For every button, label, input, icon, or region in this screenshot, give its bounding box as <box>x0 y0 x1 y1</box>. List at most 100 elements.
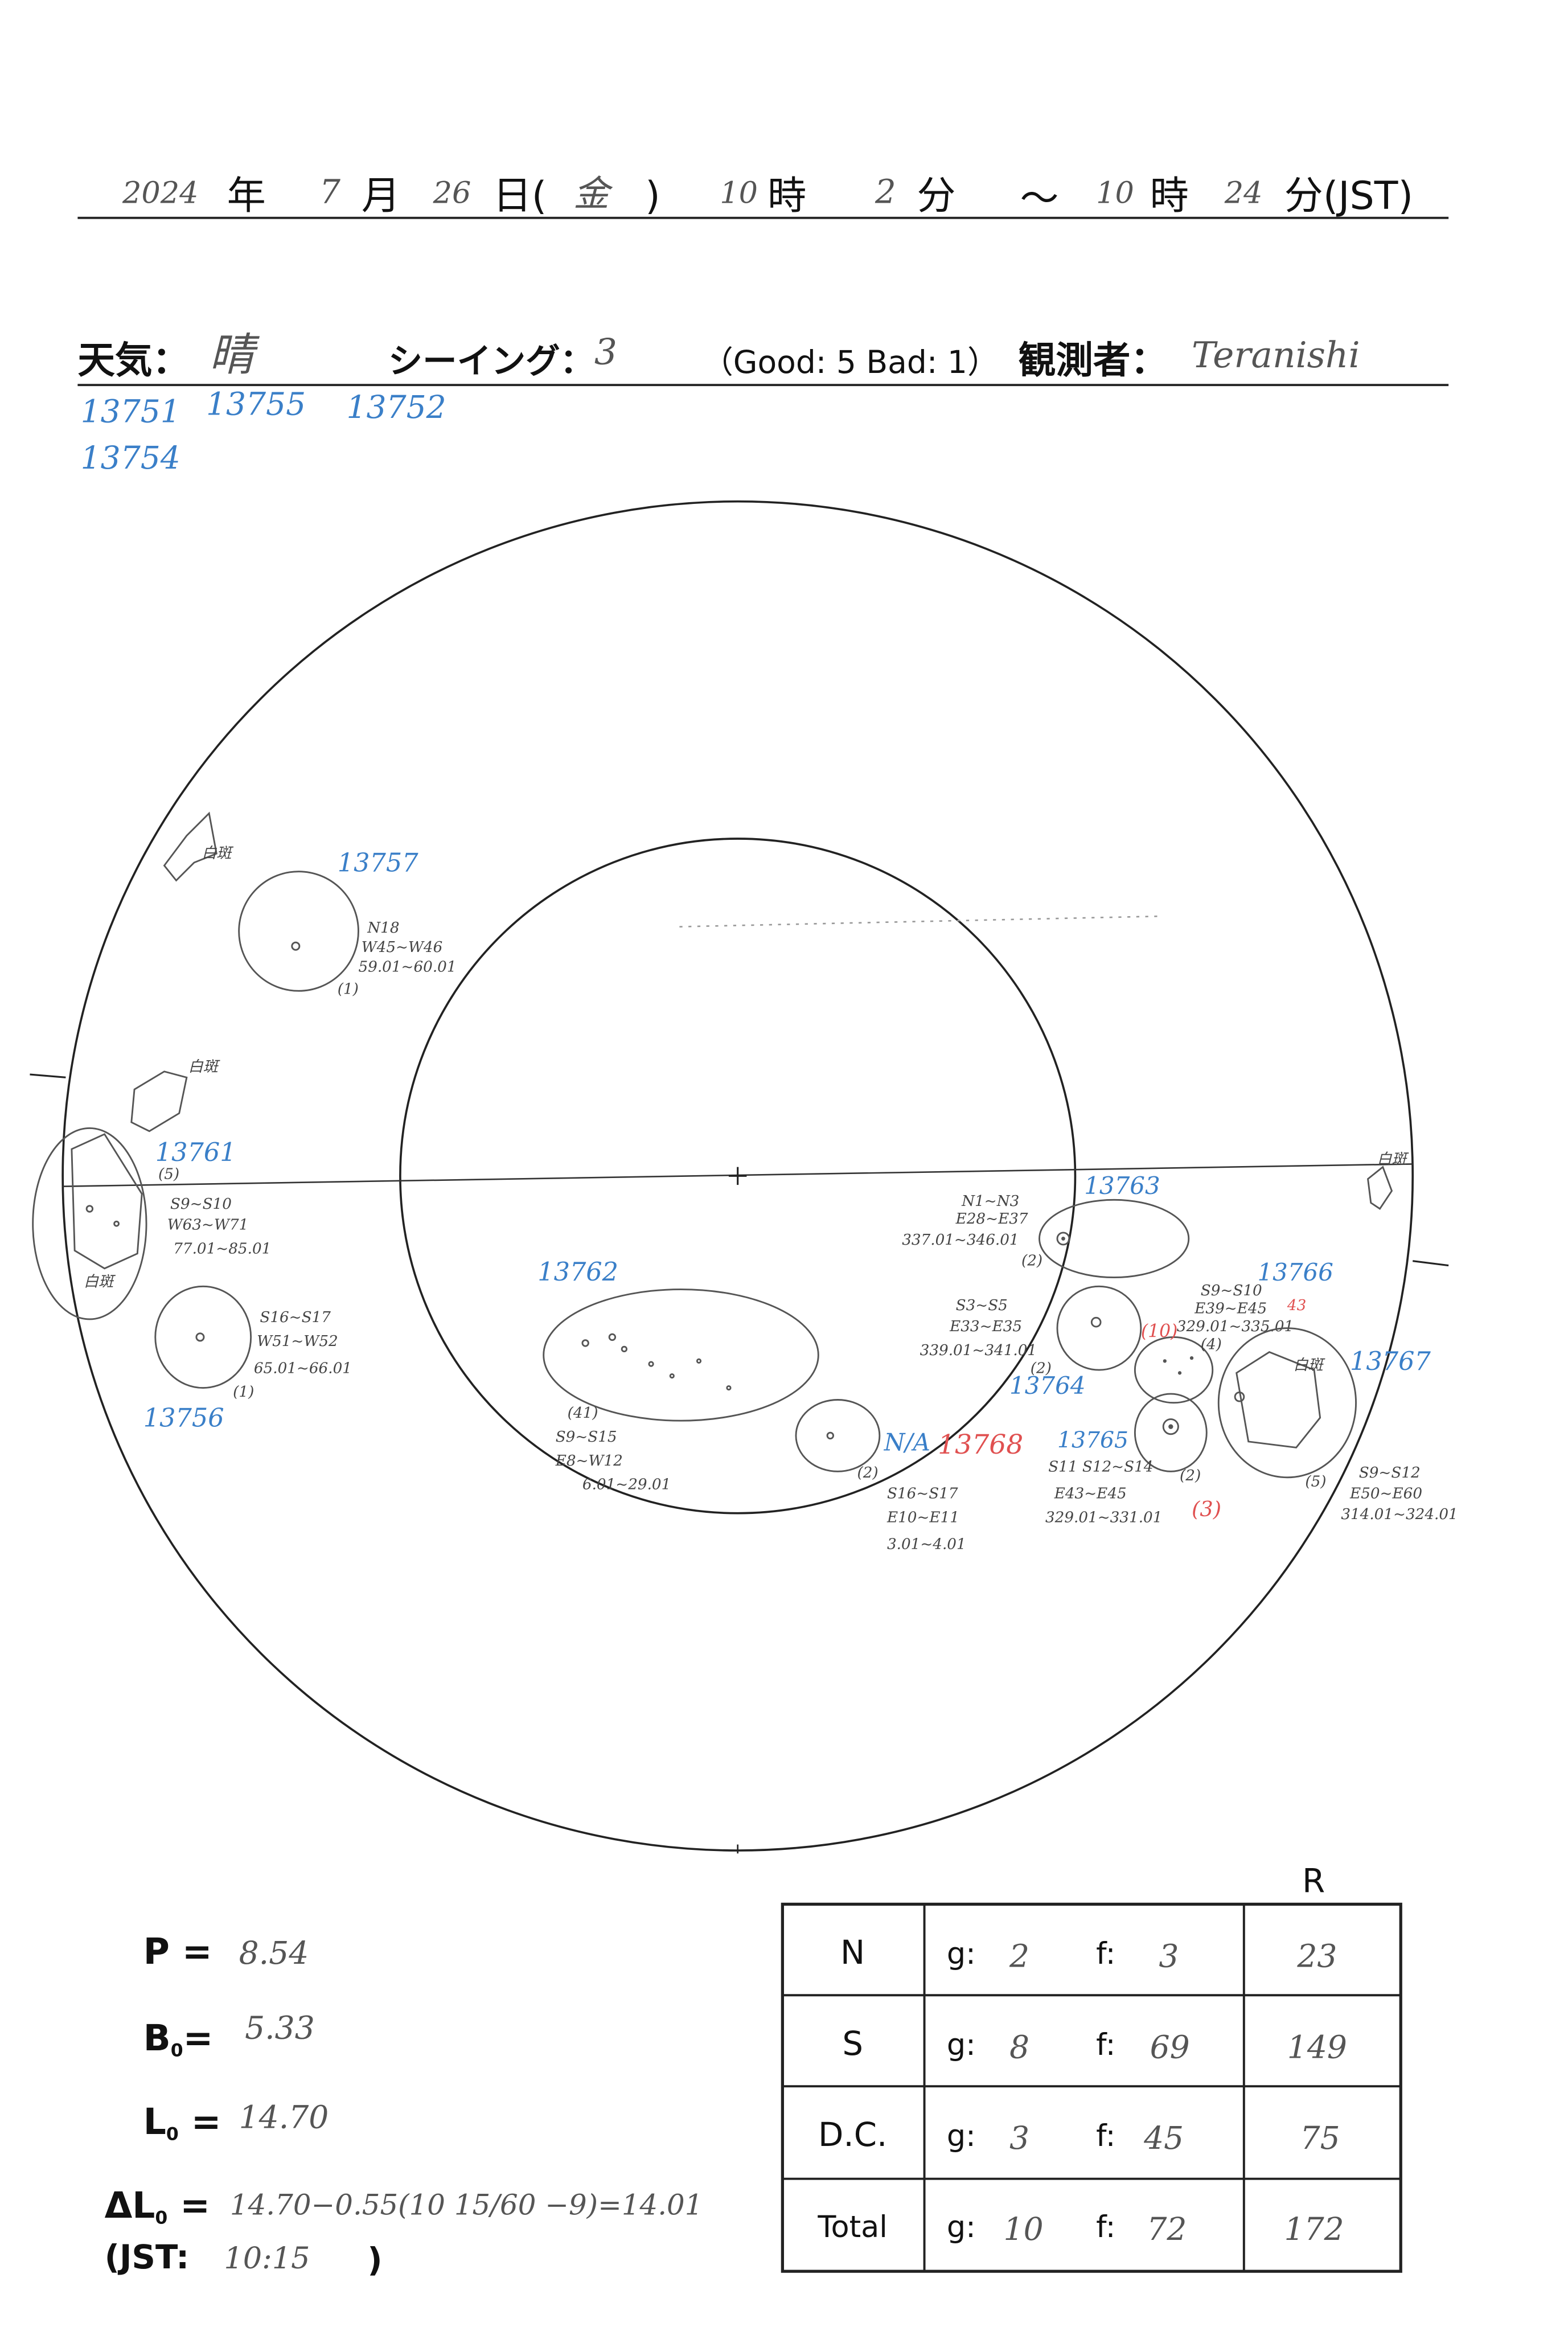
b0-value: 5.33 <box>245 2009 315 2046</box>
g-label: g: <box>947 2028 976 2062</box>
row-label-n: N <box>840 1933 865 1972</box>
seeing-scale-note: （Good: 5 Bad: 1） <box>702 344 999 380</box>
sunspot-group-13763: 13763 N1~N3 E28~E37 337.01~346.01 (2) <box>902 1172 1190 1279</box>
group-spot-count: (2) <box>1031 1360 1052 1377</box>
group-carrington: 329.01~331.01 <box>1045 1509 1162 1526</box>
group-carrington: 6.01~29.01 <box>582 1476 671 1493</box>
r-value: 172 <box>1284 2211 1344 2247</box>
weather-label: 天気： <box>77 339 190 382</box>
group-id: 13764 <box>1009 1372 1085 1400</box>
sunspot <box>1061 1237 1065 1241</box>
f-label: f: <box>1096 2028 1115 2062</box>
sunspot-group-13757: 13757 N18 W45~W46 59.01~60.01 (1) <box>238 848 457 998</box>
jst-value: 10:15 <box>224 2241 310 2276</box>
solar-parameters: P = 8.54 B0= 5.33 L0 = 14.70 ΔL0 = 14.70… <box>105 1931 703 2279</box>
sunspot <box>696 1358 702 1364</box>
row-label-dc: D.C. <box>818 2115 887 2154</box>
group-outline <box>1134 1393 1208 1472</box>
group-id: 13768 <box>938 1429 1023 1460</box>
group-id: 13766 <box>1257 1258 1333 1286</box>
axis-tick-right <box>1413 1260 1449 1267</box>
start-min-value: 2 <box>875 172 896 211</box>
table-border <box>781 1902 1402 2273</box>
day-unit: 日( <box>493 174 547 219</box>
sunspot <box>1168 1424 1173 1429</box>
group-prefix: N/A <box>884 1429 930 1456</box>
row-label-total: Total <box>817 2210 887 2244</box>
r-column-header: R <box>1302 1861 1325 1900</box>
seeing-label: シーイング： <box>388 342 594 381</box>
group-carrington: 339.01~341.01 <box>920 1342 1037 1359</box>
group-carrington: 59.01~60.01 <box>358 958 456 975</box>
month-value: 7 <box>319 172 340 211</box>
faculae-label: 白斑 <box>1293 1357 1325 1374</box>
sunspot <box>669 1373 675 1379</box>
sunspot <box>195 1332 205 1342</box>
observer-value: Teranishi <box>1192 334 1360 376</box>
group-spot-count: (41) <box>568 1405 598 1422</box>
sunspot-group-13761: 白斑 13761 (5) S9~S10 W63~W71 77.01~85.01 <box>32 1127 271 1320</box>
sunspot <box>1090 1316 1102 1328</box>
solar-disk: 白斑 白斑 白斑 13757 N18 W45~W46 59.01~60.01 (… <box>30 500 1458 1854</box>
group-longitude: W51~W52 <box>257 1333 338 1350</box>
group-id: 13756 <box>143 1403 224 1433</box>
sunspot-group-13765: 13765 S11 S12~S14 E43~E45 329.01~331.01 … <box>1045 1393 1221 1526</box>
group-carrington: 65.01~66.01 <box>254 1360 352 1377</box>
group-spot-count: (5) <box>1305 1474 1326 1491</box>
row-label-s: S <box>842 2024 863 2063</box>
g-label: g: <box>947 2210 976 2244</box>
group-spot-count: (1) <box>338 981 359 998</box>
group-latitude: S3~S5 <box>956 1297 1008 1314</box>
faculae-label: 白斑 <box>188 1058 220 1076</box>
header-date-time: 2024 年 7 月 26 日( 金 ) 10 時 2 分 ～ 10 時 24 … <box>122 172 1413 221</box>
f-label: f: <box>1096 2210 1115 2244</box>
sunspot <box>621 1345 627 1353</box>
faculae-label: 白斑 <box>202 845 233 862</box>
red-annotation: (3) <box>1192 1497 1221 1521</box>
sunspot-group-13756: S16~S17 W51~W52 65.01~66.01 (1) 13756 <box>143 1285 352 1433</box>
group-outline <box>1235 1351 1321 1448</box>
disk-inner-circle <box>399 838 1077 1515</box>
sunspot <box>1177 1371 1182 1375</box>
red-annotation: 43 <box>1287 1297 1306 1314</box>
group-outline <box>1039 1199 1190 1279</box>
weekday-value: 金 <box>573 173 613 215</box>
r-value: 75 <box>1300 2120 1340 2156</box>
group-longitude: W45~W46 <box>362 939 443 956</box>
group-longitude: E33~E35 <box>949 1318 1022 1335</box>
group-outline <box>238 871 359 992</box>
l0-value: 14.70 <box>239 2099 329 2136</box>
group-id: 13763 <box>1084 1172 1160 1200</box>
seeing-value: 3 <box>594 331 617 373</box>
delta-l0-label: ΔL0 = <box>105 2185 210 2228</box>
g-count: 2 <box>1009 1938 1029 1974</box>
group-id: 13761 <box>155 1138 236 1167</box>
f-count: 72 <box>1147 2211 1187 2247</box>
group-id: 13767 <box>1350 1347 1431 1376</box>
f-label: f: <box>1096 1936 1115 1971</box>
sunspot-group-13764: S3~S5 E33~E35 339.01~341.01 (2) 13764 <box>920 1285 1142 1400</box>
group-carrington: 314.01~324.01 <box>1341 1506 1458 1523</box>
sunspot-group-13768: (2) N/A 13768 S16~S17 E10~E11 3.01~4.01 <box>795 1399 1023 1553</box>
l0-label: L0 = <box>143 2101 221 2144</box>
g-count: 3 <box>1009 2120 1029 2156</box>
f-count: 69 <box>1150 2029 1190 2065</box>
group-latitude: S16~S17 <box>887 1485 958 1502</box>
jst-label: (JST: <box>105 2238 190 2276</box>
p-angle-label: P = <box>143 1931 212 1972</box>
g-count: 8 <box>1009 2029 1029 2065</box>
faculae-label: 白斑 <box>84 1273 116 1290</box>
month-unit: 月 <box>362 174 400 219</box>
group-outline <box>1217 1327 1357 1479</box>
weekday-close: ) <box>645 174 660 219</box>
region-list: 13751 13755 13752 13754 <box>81 386 446 476</box>
group-spot-count: (1) <box>233 1384 254 1401</box>
group-outline <box>795 1399 881 1472</box>
group-spot-count: (4) <box>1201 1336 1222 1353</box>
observer-label: 観測者： <box>1019 339 1168 382</box>
faculae-region <box>130 1070 188 1132</box>
f-count: 45 <box>1143 2120 1184 2156</box>
start-hour-unit: 時 <box>767 174 806 219</box>
group-carrington: 329.01~335.01 <box>1177 1318 1294 1335</box>
